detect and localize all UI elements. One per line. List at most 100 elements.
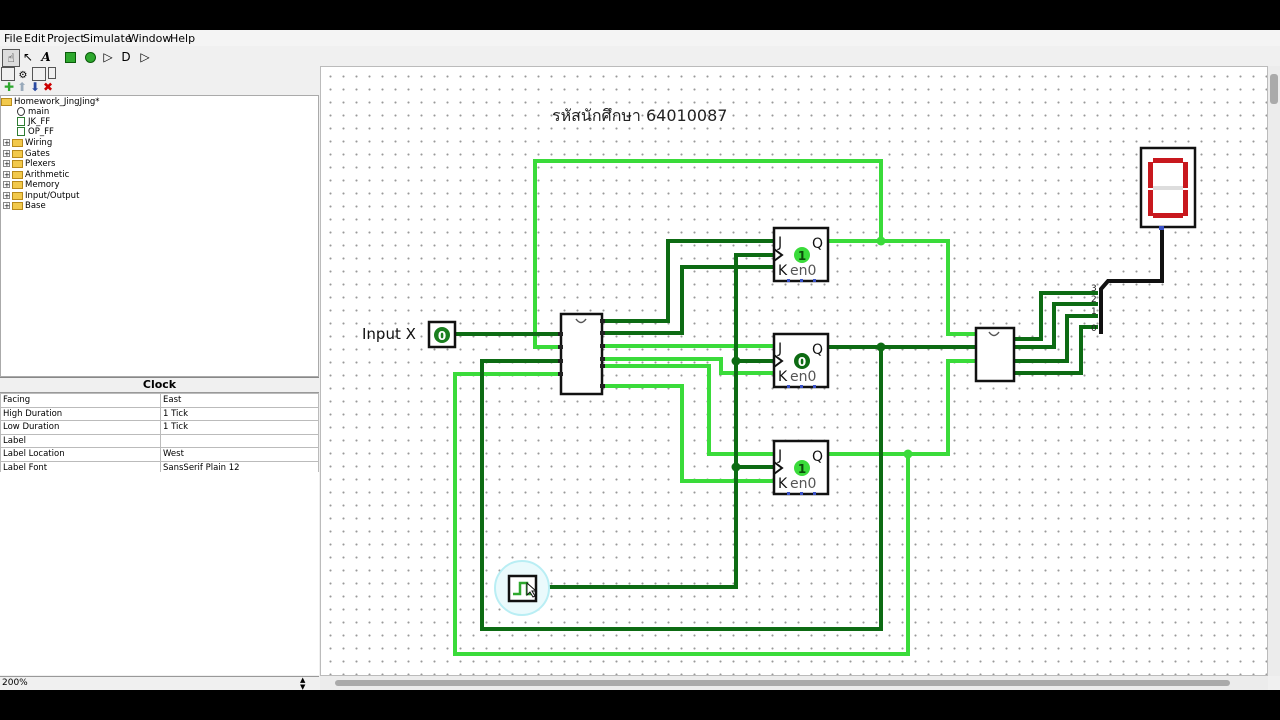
tool-toolbar: ☝ ↖ A ▷ D ▷: [0, 47, 320, 67]
menu-simulate[interactable]: Simulate: [83, 32, 132, 45]
canvas-title-text: รหัสนักศึกษา 64010087: [552, 106, 727, 125]
ff-j-label: J: [777, 235, 782, 251]
move-up-icon[interactable]: ⬆: [16, 80, 28, 94]
horizontal-scroll-thumb[interactable]: [335, 680, 1230, 686]
inactive-wires: [454, 239, 1098, 631]
splitter-labels: 3 2 1 0: [1091, 284, 1097, 334]
vertical-scrollbar[interactable]: [1268, 66, 1280, 676]
jk-flipflop-2[interactable]: J Q K en0 0: [772, 332, 830, 389]
clock-component[interactable]: [494, 560, 550, 616]
expand-icon[interactable]: +: [3, 192, 10, 200]
vertical-scroll-thumb[interactable]: [1270, 74, 1278, 104]
expand-icon[interactable]: +: [3, 202, 10, 210]
tree-circuit-main[interactable]: main: [17, 107, 49, 117]
project-toolbar: ✚ ⬆ ⬇ ✖: [0, 80, 320, 95]
output-pin-icon[interactable]: [82, 49, 98, 65]
horizontal-scrollbar[interactable]: [320, 676, 1268, 690]
expand-icon[interactable]: +: [3, 160, 10, 168]
tree-lib-wiring[interactable]: +Wiring: [3, 138, 53, 148]
and-gate-icon[interactable]: D: [121, 50, 131, 64]
folder-icon: [12, 170, 23, 179]
ff-j-label: J: [777, 341, 782, 357]
menu-project[interactable]: Project: [47, 32, 85, 45]
tree-lib-arithmetic[interactable]: +Arithmetic: [3, 170, 70, 180]
tree-project[interactable]: Homework_JingJing*: [1, 97, 99, 107]
tree-circuit-op[interactable]: OP_FF: [17, 127, 54, 137]
circuit-icon: [17, 117, 25, 126]
zoom-control[interactable]: 200% ▲▼: [0, 676, 319, 690]
or-gate-icon[interactable]: ▷: [140, 50, 150, 64]
not-gate-icon[interactable]: ▷: [103, 50, 113, 64]
attribute-title: Clock: [0, 378, 319, 393]
folder-icon: [12, 180, 23, 189]
folder-icon: [12, 138, 23, 147]
toolbox-view-icon[interactable]: [1, 67, 15, 81]
menu-window[interactable]: Window: [128, 32, 172, 45]
tree-circuit-jk[interactable]: JK_FF: [17, 117, 50, 127]
circuit-drawing: รหัสนักศึกษา 64010087 Input X 0 J: [362, 106, 1197, 656]
active-wires: [453, 159, 978, 656]
menu-bar: File Edit Project Simulate Window Help: [0, 30, 1280, 46]
input-pin-value: 0: [438, 329, 446, 343]
ff-enable-label: en0: [790, 263, 816, 279]
empty-panel: [0, 472, 319, 675]
folder-icon: [12, 201, 23, 210]
folder-icon: [12, 191, 23, 200]
ff-enable-label: en0: [790, 369, 816, 385]
move-down-icon[interactable]: ⬇: [29, 80, 41, 94]
tree-lib-base[interactable]: +Base: [3, 201, 46, 211]
tree-lib-memory[interactable]: +Memory: [3, 180, 60, 190]
wire-junctions: [731, 236, 913, 472]
circuit-icon: [17, 127, 25, 136]
input-label: Input X: [362, 325, 416, 343]
delete-circuit-icon[interactable]: ✖: [42, 80, 54, 94]
add-circuit-icon[interactable]: ✚: [3, 80, 15, 94]
appearance-view-icon[interactable]: [48, 67, 56, 79]
input-pin-icon[interactable]: [62, 49, 78, 65]
cursor-icon: [526, 581, 538, 598]
circuit-canvas[interactable]: รหัสนักศึกษา 64010087 Input X 0 J: [320, 66, 1268, 676]
splitter-bit-0: 0: [1091, 324, 1097, 334]
expand-icon[interactable]: +: [3, 171, 10, 179]
ff-k-label: K: [778, 369, 788, 385]
expand-icon[interactable]: +: [3, 150, 10, 158]
ff-q-label: Q: [812, 449, 823, 465]
simulation-tree-icon[interactable]: ⚙: [18, 69, 28, 81]
select-tool-icon[interactable]: ↖: [22, 50, 34, 64]
splitter-bit-3: 3: [1091, 284, 1097, 294]
logic-block-left[interactable]: [558, 312, 605, 396]
jk-flipflop-3[interactable]: J Q K en0 1: [772, 439, 830, 496]
layout-view-icon[interactable]: [32, 67, 46, 81]
view-toolbar: ⚙: [0, 66, 320, 82]
zoom-spinner-icon[interactable]: ▲▼: [300, 676, 306, 691]
tree-lib-io[interactable]: +Input/Output: [3, 191, 80, 201]
attr-row[interactable]: Label: [0, 433, 319, 448]
menu-edit[interactable]: Edit: [24, 32, 46, 45]
explorer-tree: Homework_JingJing* main JK_FF OP_FF +Wir…: [0, 95, 319, 377]
zoom-value: 200%: [2, 678, 28, 688]
expand-icon[interactable]: +: [3, 139, 10, 147]
folder-icon: [1, 97, 12, 106]
logic-block-right[interactable]: [974, 326, 1016, 383]
menu-file[interactable]: File: [4, 32, 23, 45]
menu-help[interactable]: Help: [170, 32, 196, 45]
jk-flipflop-1[interactable]: J Q K en0 1: [772, 226, 830, 283]
poke-tool-icon[interactable]: ☝: [2, 49, 20, 67]
ff-state-value: 1: [798, 249, 806, 263]
tree-lib-plexers[interactable]: +Plexers: [3, 159, 56, 169]
splitter-bit-2: 2: [1091, 295, 1097, 305]
input-pin-x[interactable]: 0: [427, 320, 457, 349]
tree-lib-gates[interactable]: +Gates: [3, 149, 50, 159]
ff-q-label: Q: [812, 236, 823, 252]
bus-wires: [1099, 229, 1164, 334]
expand-icon[interactable]: +: [3, 181, 10, 189]
ff-state-value: 0: [798, 355, 806, 369]
ff-enable-label: en0: [790, 476, 816, 492]
text-tool-icon[interactable]: A: [41, 50, 51, 64]
